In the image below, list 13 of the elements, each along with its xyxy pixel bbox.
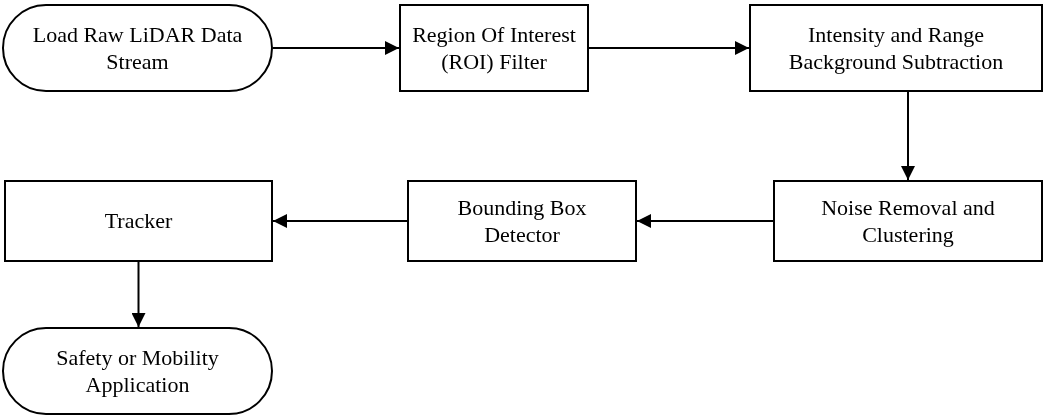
process-box: Tracker (4, 180, 273, 262)
arrow (901, 91, 915, 181)
arrow (131, 261, 146, 328)
terminal-node: Safety or Mobility Application (2, 327, 273, 415)
process-box: Intensity and Range Background Subtraction (749, 4, 1043, 92)
process-box: Noise Removal and Clustering (773, 180, 1043, 262)
terminal-node: Load Raw LiDAR Data Stream (2, 4, 273, 92)
arrow (636, 214, 774, 228)
arrow (272, 214, 408, 228)
process-box: Bounding Box Detector (407, 180, 637, 262)
arrow (588, 41, 750, 55)
process-box: Region Of Interest (ROI) Filter (399, 4, 589, 92)
arrow (272, 41, 400, 55)
